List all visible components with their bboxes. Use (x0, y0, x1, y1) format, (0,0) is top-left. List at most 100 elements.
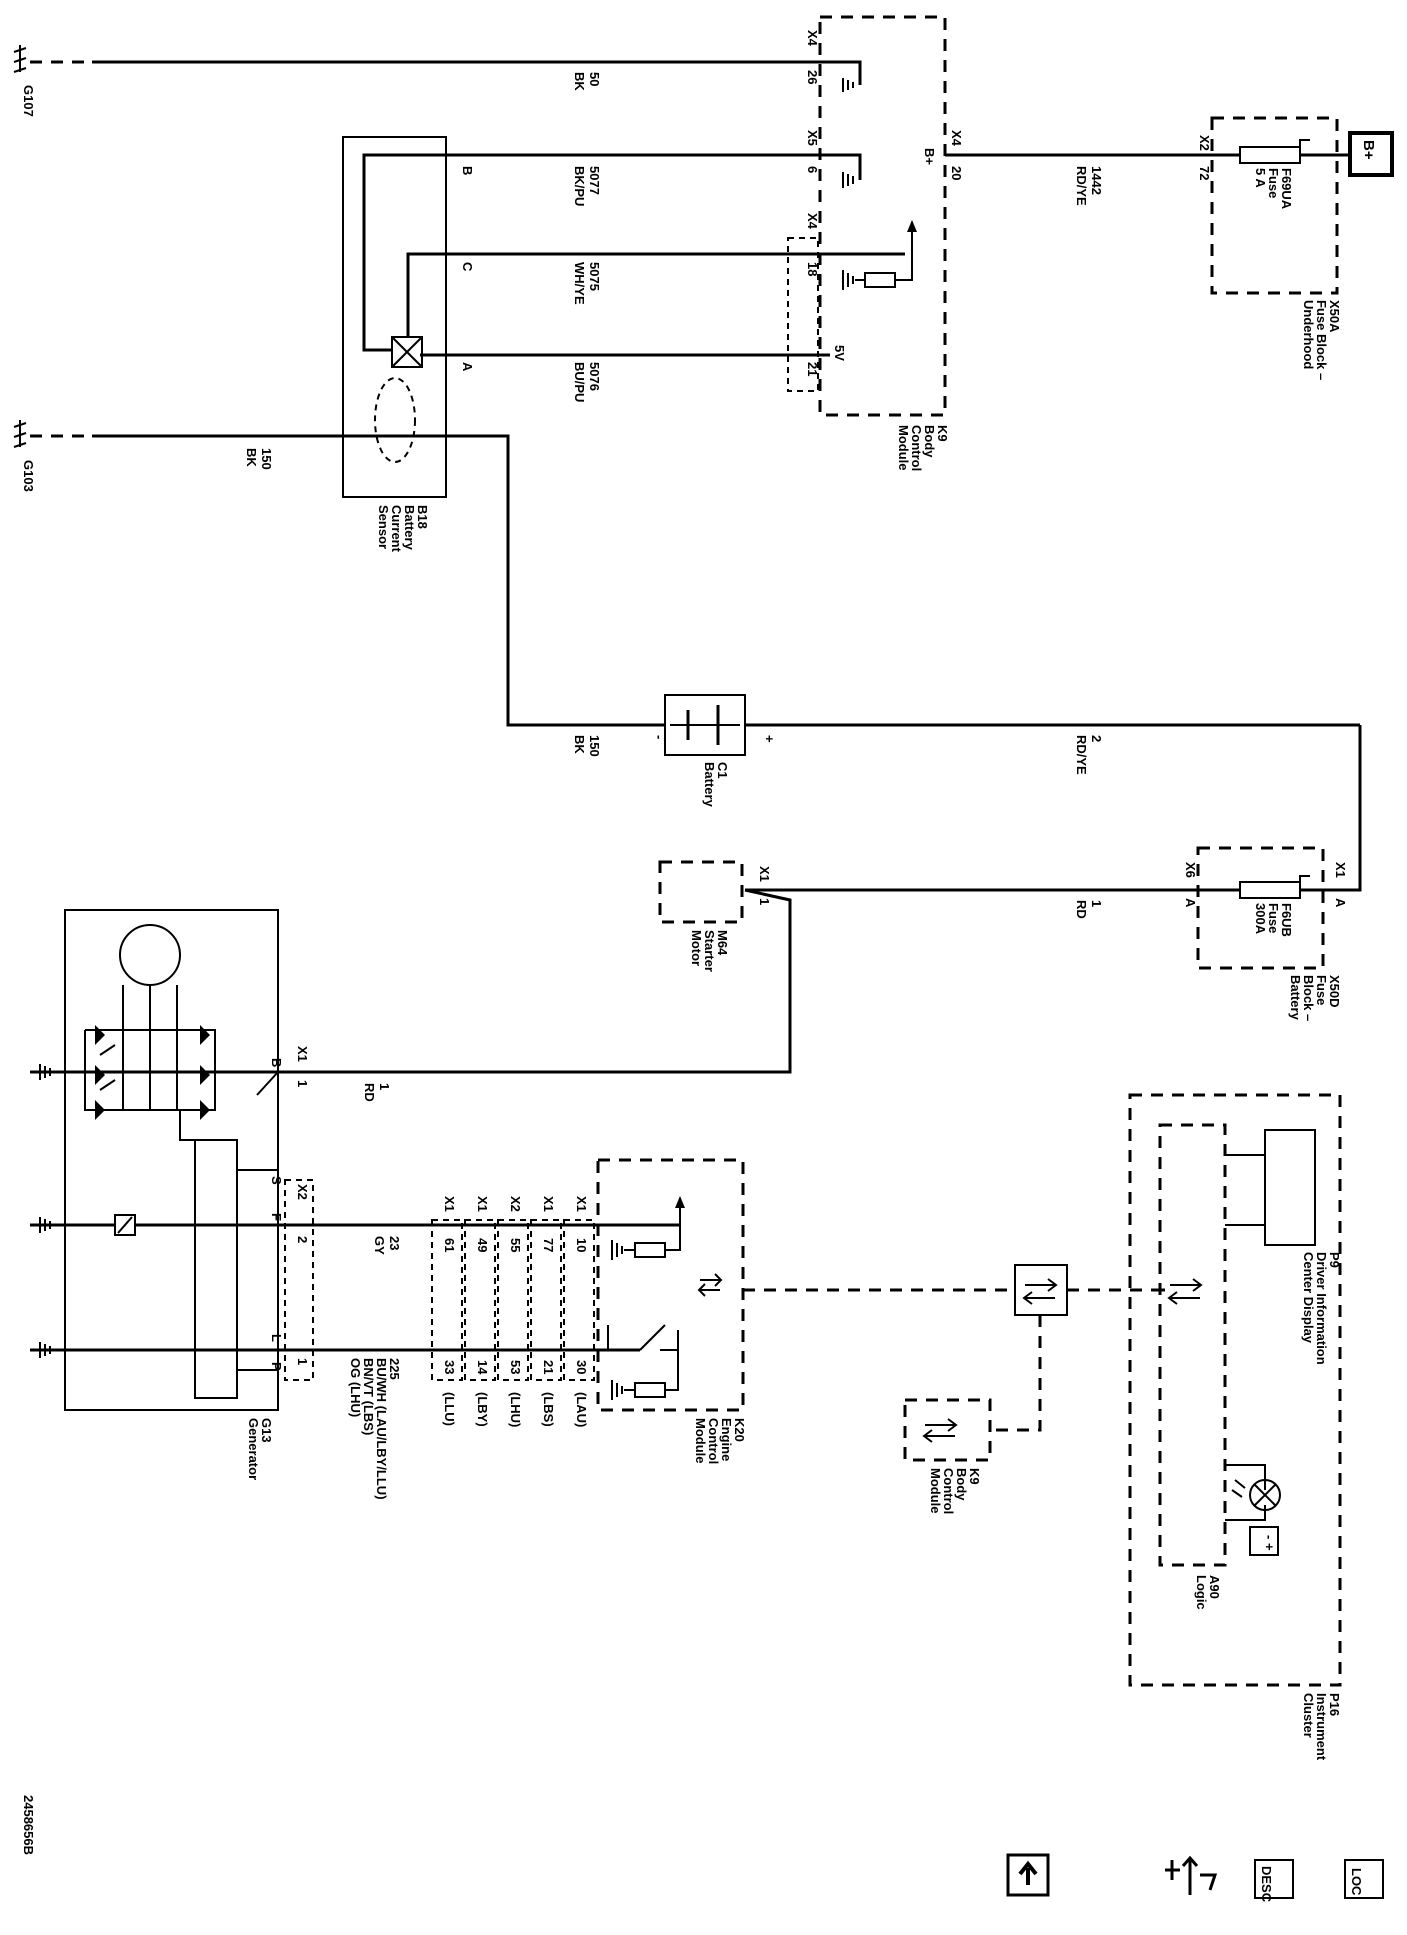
ground-g103-label: G103 (21, 460, 36, 492)
svg-text:C1: C1 (715, 762, 730, 779)
svg-text:L: L (269, 1334, 284, 1342)
svg-text:BK: BK (572, 72, 587, 91)
svg-text:K9: K9 (935, 425, 950, 442)
svg-text:5076: 5076 (587, 362, 602, 391)
svg-text:Fuse Block –: Fuse Block – (1314, 300, 1329, 380)
loc-button[interactable]: LOC (1344, 1859, 1384, 1899)
svg-text:+: + (762, 735, 777, 743)
up-arrow-button[interactable] (1006, 1853, 1050, 1897)
svg-text:K20: K20 (732, 1418, 747, 1442)
svg-text:Sensor: Sensor (376, 505, 391, 549)
svg-text:WH/YE: WH/YE (572, 262, 587, 305)
svg-text:A: A (460, 362, 475, 372)
svg-text:Battery: Battery (402, 505, 417, 551)
instrument-cluster: P9 Driver Information Center Display - +… (1128, 1093, 1342, 1761)
svg-text:20: 20 (949, 166, 964, 180)
svg-text:A90: A90 (1207, 1575, 1222, 1599)
diagnostics-icon (1165, 1855, 1218, 1895)
svg-text:Underhood: Underhood (1301, 300, 1316, 369)
svg-text:21: 21 (805, 362, 820, 376)
svg-text:23: 23 (387, 1236, 402, 1250)
wire-1-generator: 1 RD (30, 888, 792, 1102)
svg-text:Motor: Motor (689, 930, 704, 966)
svg-text:Block –: Block – (1301, 975, 1316, 1021)
ecm-f-pin: 61 (442, 1238, 457, 1252)
svg-text:225: 225 (387, 1358, 402, 1380)
wire-225: 225 BU/WH (LAU/LBY/LLU) BN/VT (LBS) OG (… (278, 1348, 600, 1500)
rectifier-diodes (84, 985, 216, 1120)
svg-text:RD: RD (362, 1083, 377, 1102)
wire-1-starter: 1 RD (745, 888, 1240, 919)
svg-text:X1: X1 (757, 866, 772, 882)
ecm-variant-label: (LBY) (475, 1392, 490, 1427)
ecm-connector-label: X1 (541, 1196, 556, 1212)
svg-text:P9: P9 (1327, 1252, 1342, 1268)
ecm-variant-label: (LAU) (574, 1392, 589, 1427)
svg-text:X6: X6 (1183, 862, 1198, 878)
svg-text:GY: GY (372, 1236, 387, 1255)
svg-text:Starter: Starter (702, 930, 717, 972)
fuse-block-battery: X6 A X1 A F6UB Fuse 300A X50D Fuse Block… (1183, 846, 1348, 1021)
ecm-variant-label: (LLU) (442, 1392, 457, 1426)
generator-stator (119, 924, 181, 986)
b-plus-source: B+ (1348, 131, 1394, 177)
svg-text:Module: Module (896, 425, 911, 471)
ground-g103: G103 (13, 420, 92, 492)
svg-text:1: 1 (1089, 900, 1104, 907)
body-control-module: X4 26 X5 6 X4 18 21 5V X4 20 B+ K9 Body … (420, 15, 964, 471)
svg-text:5075: 5075 (587, 262, 602, 291)
battery-c1: - + C1 Battery (652, 694, 1360, 808)
svg-text:18: 18 (805, 262, 820, 276)
ecm-connector-label: X1 (475, 1196, 490, 1212)
svg-text:26: 26 (805, 70, 820, 84)
svg-text:X50A: X50A (1327, 300, 1342, 333)
svg-text:Instrument: Instrument (1314, 1693, 1329, 1761)
svg-text:Center Display: Center Display (1301, 1252, 1316, 1344)
wire-1442: 1442 RD/YE (945, 153, 1240, 206)
svg-text:OG (LHU): OG (LHU) (348, 1358, 363, 1417)
wire-50: 50 BK (92, 60, 830, 91)
svg-text:RD/YE: RD/YE (1074, 166, 1089, 206)
svg-text:X5: X5 (805, 130, 820, 146)
svg-text:Battery: Battery (1288, 975, 1303, 1021)
svg-text:72: 72 (1197, 166, 1212, 180)
svg-text:5 A: 5 A (1253, 168, 1268, 188)
svg-text:X50D: X50D (1327, 975, 1342, 1008)
serial-data-network (743, 1264, 1165, 1432)
svg-text:DESC: DESC (1259, 1866, 1274, 1903)
wire-5077: 5077 BK/PU (572, 166, 602, 206)
fuse-f6ub (1239, 881, 1301, 899)
generator: X1 B 1 X2 S F 2 L P 1 G13 Generator (30, 909, 314, 1480)
svg-text:Body: Body (954, 1468, 969, 1501)
ecm-f-pin: 10 (574, 1238, 589, 1252)
svg-text:LOC: LOC (1349, 1868, 1364, 1896)
svg-text:M64: M64 (715, 930, 730, 956)
battery-current-sensor: B C A B18 Battery Current Sensor (342, 136, 905, 553)
svg-text:BU/PU: BU/PU (572, 362, 587, 402)
svg-text:BK: BK (244, 448, 259, 467)
driver-info-center-display (1264, 1129, 1316, 1246)
ecm-f-pin: 77 (541, 1238, 556, 1252)
svg-text:C: C (460, 262, 475, 272)
ecm-variant-label: (LHU) (508, 1392, 523, 1427)
wire-23: 23 GY (278, 1223, 600, 1255)
svg-text:6: 6 (805, 166, 820, 173)
svg-text:Control: Control (941, 1468, 956, 1514)
wire-5075: 5075 WH/YE (572, 262, 602, 305)
svg-text:1: 1 (377, 1083, 392, 1090)
svg-text:X1: X1 (1333, 862, 1348, 878)
ground-g107-label: G107 (21, 85, 36, 117)
diagnostics-button[interactable] (1165, 1855, 1218, 1895)
svg-text:Body: Body (922, 425, 937, 458)
body-control-module-2: K9 Body Control Module (903, 1398, 992, 1514)
up-arrow-icon (1018, 1860, 1038, 1885)
svg-text:B+: B+ (1360, 140, 1377, 160)
desc-button[interactable]: DESC (1254, 1859, 1294, 1903)
fuse-block-underhood: X2 72 F69UA Fuse 5 A X50A Fuse Block – U… (1197, 116, 1350, 380)
svg-text:X2: X2 (1197, 135, 1212, 151)
svg-text:150: 150 (259, 448, 274, 470)
svg-text:Engine: Engine (719, 1418, 734, 1461)
svg-text:X2: X2 (295, 1184, 310, 1200)
svg-text:X1: X1 (295, 1046, 310, 1062)
svg-text:2: 2 (295, 1236, 310, 1243)
